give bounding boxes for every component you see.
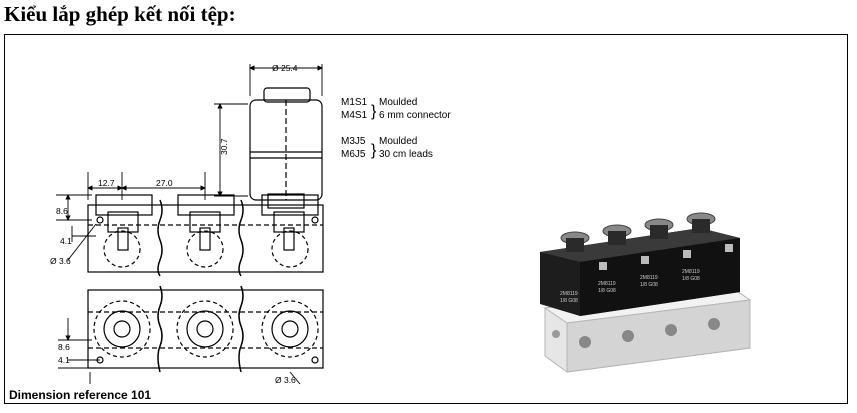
photo-label-3b: 1/8 G08 xyxy=(682,276,700,282)
dim-height xyxy=(214,103,248,197)
dim-diameter-top-label: Ø 25.4 xyxy=(272,63,298,73)
dim-height-label: 30.7 xyxy=(219,138,229,155)
legend-text-connector: 6 mm connector xyxy=(379,110,451,121)
dim-side-bottom xyxy=(58,318,301,385)
legend-code-m1s1: M1S1 xyxy=(341,97,368,108)
solenoid-coil xyxy=(249,87,323,209)
photo-label-3a: 2M8119 xyxy=(682,269,700,275)
product-photo: 2M8119 1/8 G08 2M8119 1/8 G08 2M8119 1/8… xyxy=(540,212,752,373)
legend-text-moulded-1: Moulded xyxy=(379,97,417,108)
dim-hole-bottom: Ø 3.6 xyxy=(275,375,296,385)
photo-label-4b: 1/8 G08 xyxy=(560,298,578,304)
side-view-manifold xyxy=(87,194,324,277)
dim-hole-top: Ø 3.6 xyxy=(50,256,71,266)
dim-side-bottom-41: 4.1 xyxy=(58,355,70,365)
bottom-view-manifold xyxy=(87,285,324,373)
photo-label-1a: 2M8119 xyxy=(598,281,616,287)
legend-brace-2: } xyxy=(371,142,377,159)
dimension-reference: Dimension reference 101 xyxy=(9,388,152,402)
legend-text-leads: 30 cm leads xyxy=(379,149,433,160)
section-heading: Kiểu lắp ghép kết nối tệp: xyxy=(4,2,236,26)
dim-side-bottom-86: 8.6 xyxy=(58,342,70,352)
dim-diameter-top xyxy=(249,64,323,96)
legend-code-m4s1: M4S1 xyxy=(341,110,368,121)
dim-side-top xyxy=(56,194,97,261)
photo-label-1b: 1/8 G08 xyxy=(598,288,616,294)
legend-text-moulded-2: Moulded xyxy=(379,136,417,147)
dim-side-top-86: 8.6 xyxy=(56,206,68,216)
photo-label-2b: 1/8 G08 xyxy=(640,282,658,288)
dim-pitch-2-label: 27.0 xyxy=(156,178,173,188)
photo-label-2a: 2M8119 xyxy=(640,275,658,281)
photo-label-4a: 2M8119 xyxy=(560,291,578,297)
legend-code-m3j5: M3J5 xyxy=(341,136,366,147)
dim-side-top-41: 4.1 xyxy=(60,236,72,246)
legend-code-m6j5: M6J5 xyxy=(341,149,366,160)
legend: M1S1 M4S1 Moulded 6 mm connector } M3J5 … xyxy=(341,97,451,160)
dim-pitch-1-label: 12.7 xyxy=(98,178,115,188)
legend-brace-1: } xyxy=(371,103,377,120)
